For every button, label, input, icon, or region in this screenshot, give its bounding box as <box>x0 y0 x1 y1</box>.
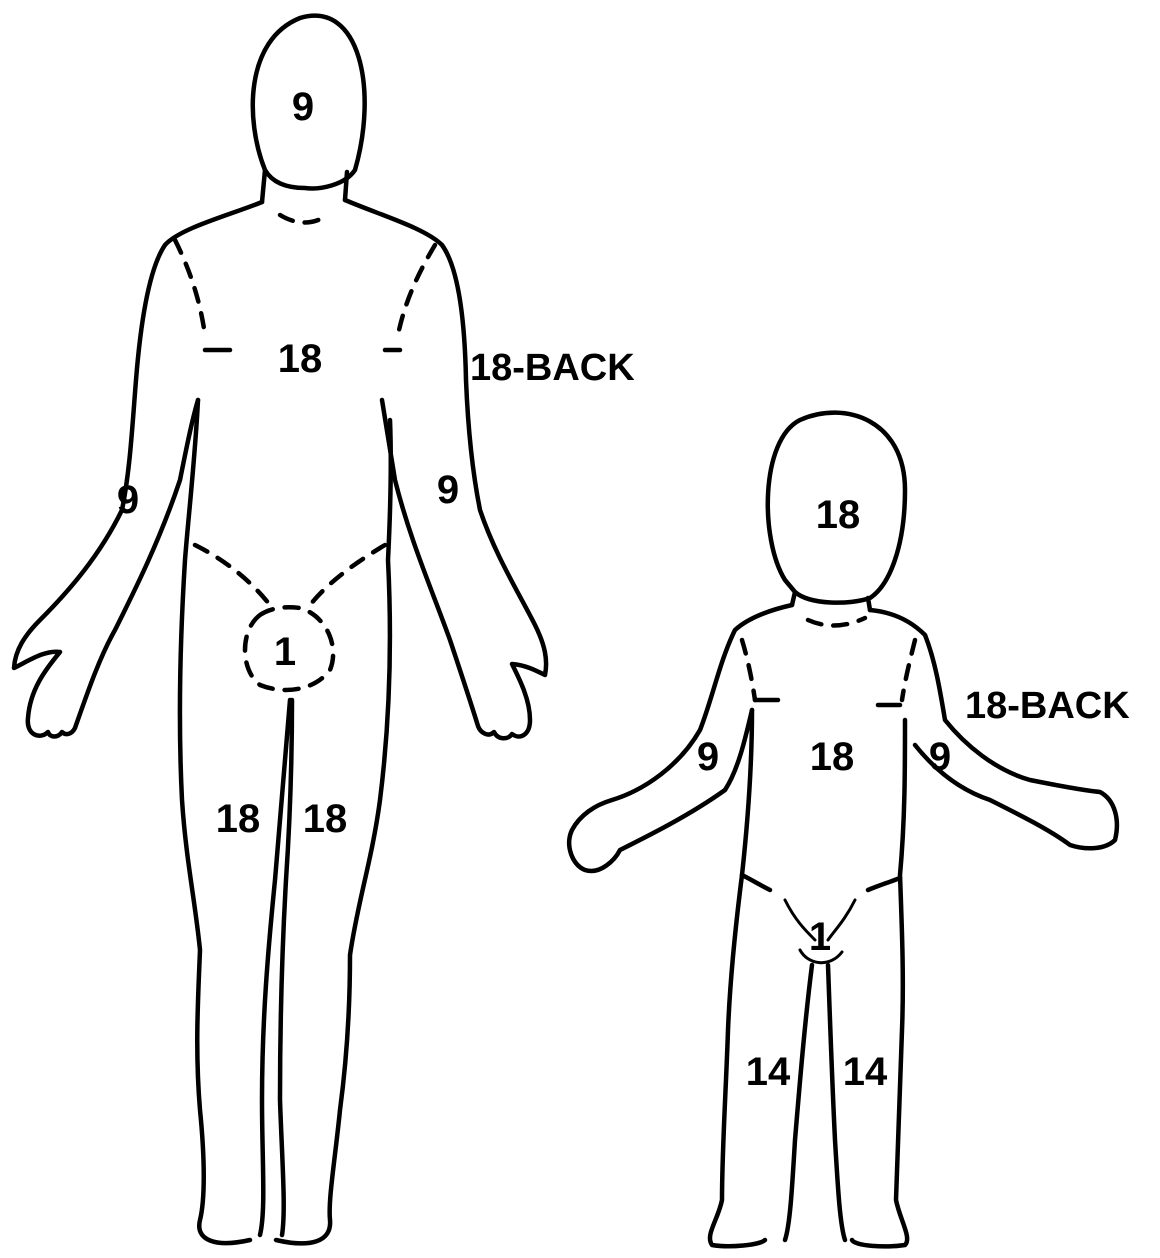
child-left-shoulder-line <box>742 640 755 700</box>
adult-left-arm-label: 9 <box>117 478 139 522</box>
child-right-arm-label: 9 <box>929 735 951 779</box>
adult-perineum-label: 1 <box>274 630 296 674</box>
child-left-arm-label: 9 <box>697 735 719 779</box>
child-neck-line <box>808 618 865 626</box>
adult-neck-right <box>345 172 347 200</box>
child-inner-leg-left <box>785 965 812 1240</box>
child-right-shoulder-line <box>902 640 915 700</box>
child-perineum-label: 1 <box>809 915 831 959</box>
adult-trunk-front-label: 18 <box>278 337 323 381</box>
adult-trunk-back-label: 18-BACK <box>470 347 635 389</box>
child-inner-leg-right <box>828 965 845 1240</box>
child-right-torso <box>852 720 907 1246</box>
adult-groin-line-right <box>310 545 385 605</box>
adult-neck-line <box>280 215 328 223</box>
adult-right-leg-label: 18 <box>303 797 348 841</box>
child-labels: 18 18-BACK 18 9 9 1 14 14 <box>697 493 1130 1094</box>
child-hip-left <box>742 875 770 890</box>
child-trunk-back-label: 18-BACK <box>965 685 1130 727</box>
adult-left-side-outline <box>14 202 262 737</box>
child-groin-right <box>828 900 855 940</box>
child-figure <box>569 413 1117 1247</box>
adult-left-shoulder-line <box>175 240 205 335</box>
child-right-leg-label: 14 <box>843 1050 888 1094</box>
adult-head-label: 9 <box>292 85 314 129</box>
adult-groin-line-left <box>195 545 270 605</box>
adult-inner-leg-left <box>260 700 290 1235</box>
child-trunk-front-label: 18 <box>810 735 855 779</box>
adult-right-shoulder-line <box>398 245 435 335</box>
child-hip-right <box>868 878 900 890</box>
child-head-label: 18 <box>816 493 861 537</box>
adult-left-leg-label: 18 <box>216 797 261 841</box>
adult-right-arm-label: 9 <box>437 468 459 512</box>
child-left-torso <box>710 710 765 1246</box>
adult-neck-left <box>262 170 265 202</box>
child-left-side-outline <box>569 605 792 871</box>
child-left-leg-label: 14 <box>746 1050 791 1094</box>
